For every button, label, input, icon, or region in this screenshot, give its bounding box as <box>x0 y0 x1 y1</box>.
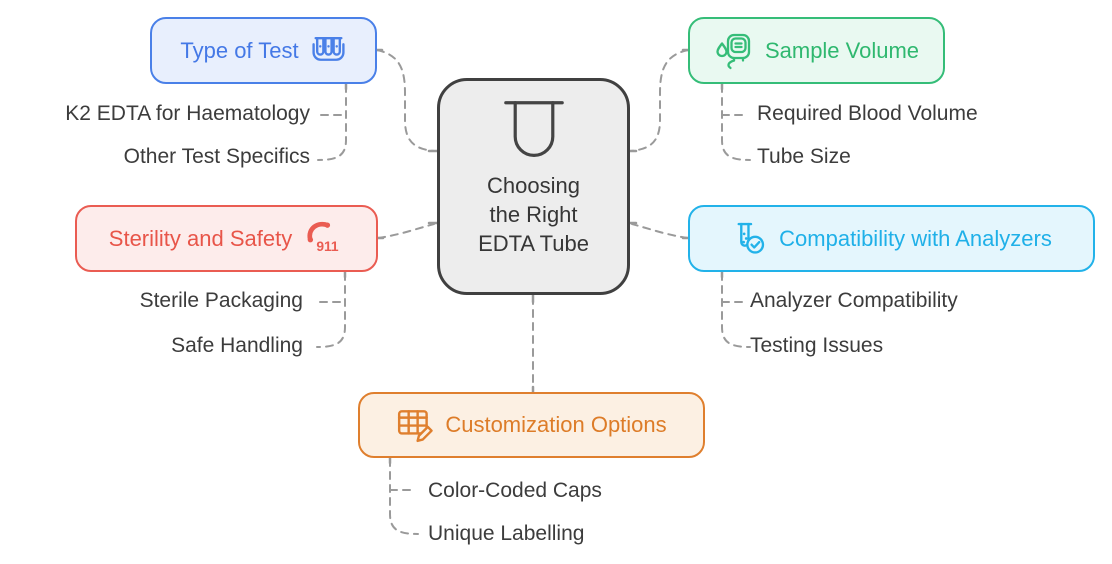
child-label-other-test-specifics: Other Test Specifics <box>123 145 310 168</box>
emergency-phone-911-icon: 911 <box>303 218 344 259</box>
child-label-k2-edta-for-haematology: K2 EDTA for Haematology <box>65 102 310 125</box>
branch-node-sterility-and-safety: Sterility and Safety 911 <box>75 205 378 272</box>
connector-customization-children <box>389 458 419 535</box>
branch-node-type-of-test: Type of Test <box>150 17 377 84</box>
connector-sterility-children <box>316 272 346 348</box>
connector-sample-children <box>721 84 751 161</box>
connector-compatibility-children <box>721 272 751 348</box>
connector-type-of-test-center <box>376 49 435 152</box>
child-label-sterile-packaging: Sterile Packaging <box>139 289 303 312</box>
central-node-title: Choosing the Right EDTA Tube <box>478 173 589 256</box>
svg-text:911: 911 <box>317 238 340 254</box>
table-pencil-icon <box>396 406 434 444</box>
branch-label: Customization Options <box>445 412 667 437</box>
branch-label: Sample Volume <box>764 37 920 63</box>
test-tube-icon <box>494 99 574 161</box>
child-label-unique-labelling: Unique Labelling <box>428 522 585 545</box>
branch-node-customization-options: Customization Options <box>358 392 705 458</box>
central-node-choosing-edta-tube: Choosing the Right EDTA Tube <box>437 78 630 295</box>
blood-bag-icon <box>714 31 754 71</box>
test-tube-rack-icon <box>310 32 347 69</box>
child-label-tube-size: Tube Size <box>757 145 851 168</box>
connector-sample-volume-center <box>630 49 689 152</box>
child-label-safe-handling: Safe Handling <box>171 334 303 357</box>
test-tube-check-icon <box>731 220 768 257</box>
connector-type-children <box>317 84 347 161</box>
branch-node-sample-volume: Sample Volume <box>688 17 945 84</box>
branch-label: Compatibility with Analyzers <box>779 225 1052 251</box>
child-label-required-blood-volume: Required Blood Volume <box>757 102 978 125</box>
branch-label: Sterility and Safety <box>108 225 293 251</box>
child-label-analyzer-compatibility: Analyzer Compatibility <box>750 289 958 312</box>
child-label-testing-issues: Testing Issues <box>750 334 884 357</box>
child-label-color-coded-caps: Color-Coded Caps <box>428 479 602 502</box>
branch-node-compatibility-with-analyzers: Compatibility with Analyzers <box>688 205 1095 272</box>
connector-sterility-center <box>377 223 435 239</box>
connector-compatibility-center <box>631 223 689 239</box>
branch-label: Type of Test <box>180 37 299 63</box>
